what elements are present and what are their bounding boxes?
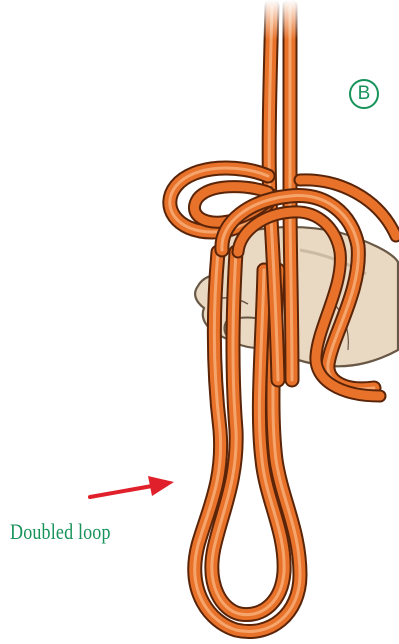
pointer-arrow (90, 476, 174, 497)
doubled-loop-label: Doubled loop (10, 519, 111, 545)
step-badge: B (349, 79, 379, 109)
